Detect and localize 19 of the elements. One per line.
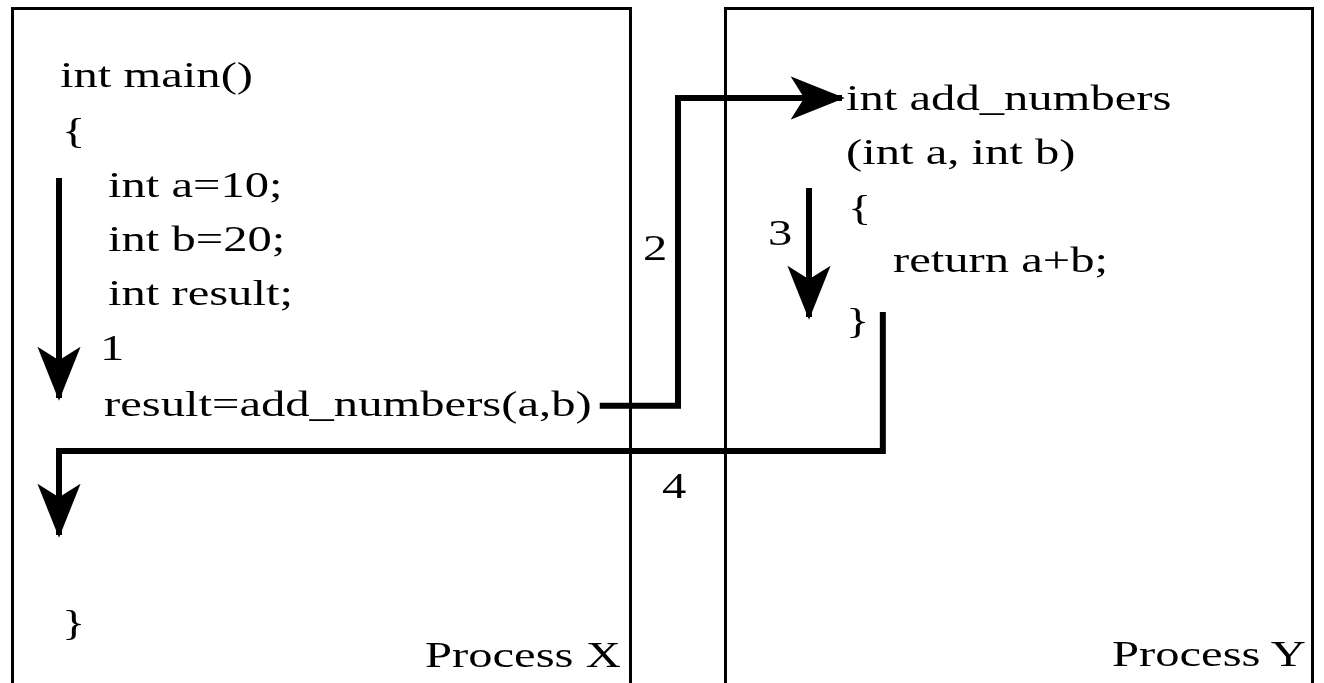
step-number: 3: [768, 215, 793, 251]
code-line: int main(): [60, 57, 253, 93]
process-box: [11, 7, 632, 683]
code-line: }: [62, 605, 86, 641]
code-line: int a=10;: [108, 167, 283, 203]
process-label: Process Y: [1112, 636, 1306, 672]
code-line: {: [848, 190, 872, 226]
process-box: [724, 7, 1314, 683]
step-number: 1: [100, 330, 125, 366]
code-line: int b=20;: [108, 221, 286, 257]
process-label: Process X: [425, 637, 621, 673]
code-line: return a+b;: [893, 242, 1108, 278]
code-line: }: [846, 302, 883, 342]
code-line: int add_numbers (int a, int b): [842, 71, 1220, 179]
arrow: [599, 76, 845, 409]
code-line: int result;: [108, 275, 293, 311]
code-line: {: [62, 113, 86, 149]
code-line: result=add_numbers(a,b): [104, 385, 600, 425]
arrow: [37, 312, 886, 538]
